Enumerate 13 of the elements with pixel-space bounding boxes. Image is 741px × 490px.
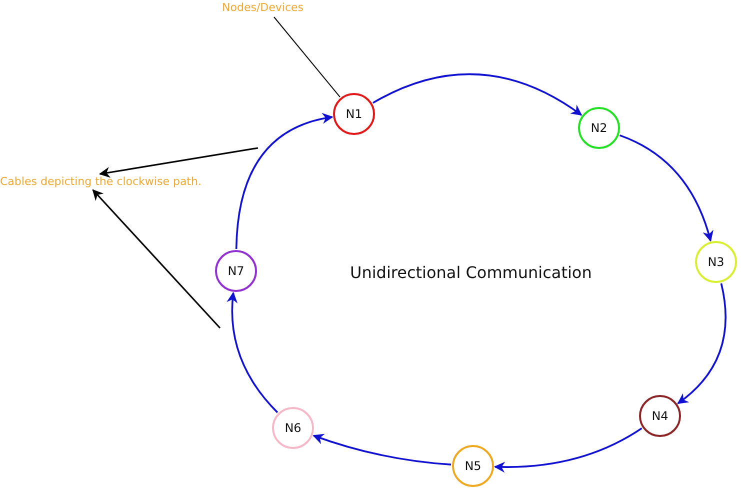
arrow <box>312 434 452 466</box>
diagram-label: Unidirectional Communication <box>350 262 592 284</box>
arrow <box>494 428 642 472</box>
callout-text: Nodes/Devices <box>222 0 312 16</box>
arrow <box>226 292 278 414</box>
arrow <box>619 134 714 242</box>
arrow <box>677 283 726 404</box>
leader-line <box>274 16 340 98</box>
callout-text: Cables depicting the clockwise path. <box>0 174 210 190</box>
arrow <box>372 74 582 116</box>
arrow <box>98 147 258 178</box>
arrow <box>92 189 221 329</box>
arrow <box>235 113 334 250</box>
